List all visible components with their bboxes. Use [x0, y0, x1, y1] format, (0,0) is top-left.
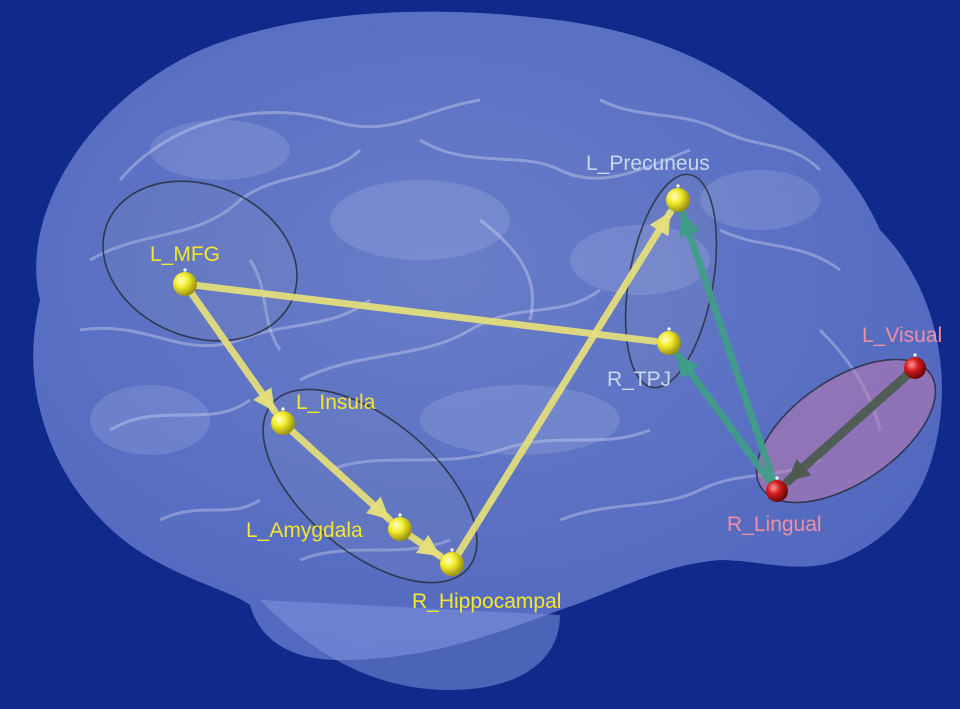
label-l-visual: L_Visual	[862, 324, 942, 347]
label-l-insula: L_Insula	[296, 391, 376, 414]
node-sphere	[173, 272, 197, 296]
node-marker	[667, 327, 670, 330]
node-sphere	[657, 331, 681, 355]
node-marker	[281, 407, 284, 410]
label-r-lingual: R_Lingual	[727, 513, 822, 536]
node-sphere	[388, 517, 412, 541]
node-marker	[398, 513, 401, 516]
node-sphere	[766, 480, 788, 502]
label-l-amygdala: L_Amygdala	[246, 519, 363, 542]
label-l-mfg: L_MFG	[150, 243, 220, 266]
node-marker	[450, 548, 453, 551]
node-marker	[913, 353, 916, 356]
label-r-hippocampal: R_Hippocampal	[412, 590, 561, 613]
label-l-precuneus: L_Precuneus	[586, 152, 710, 175]
label-r-tpj: R_TPJ	[607, 368, 671, 391]
node-marker	[676, 184, 679, 187]
node-sphere	[666, 188, 690, 212]
node-sphere	[904, 357, 926, 379]
node-marker	[775, 476, 778, 479]
node-sphere	[440, 552, 464, 576]
node-marker	[183, 268, 186, 271]
node-sphere	[271, 411, 295, 435]
